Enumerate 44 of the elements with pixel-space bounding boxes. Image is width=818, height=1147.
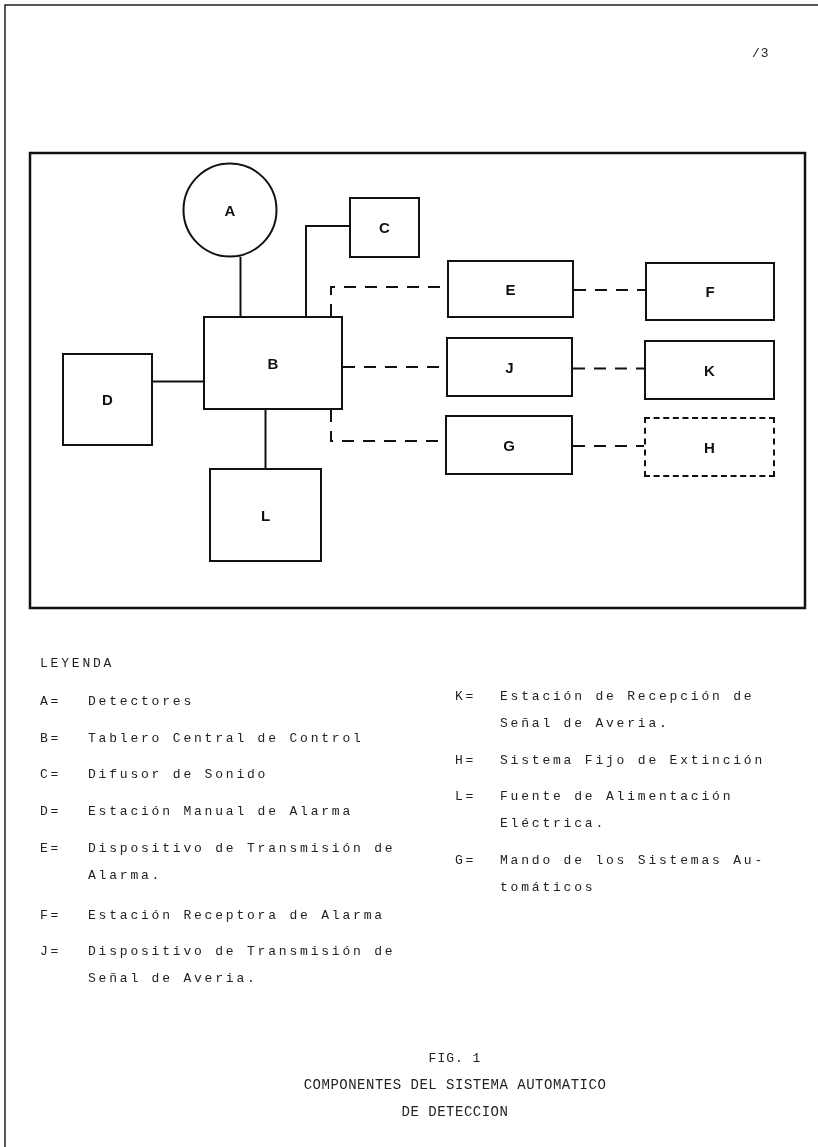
component-box: K	[644, 340, 775, 400]
component-box: L	[209, 468, 322, 562]
component-box: G	[445, 415, 573, 475]
component-box: C	[349, 197, 420, 258]
component-box: J	[446, 337, 573, 397]
component-box: B	[203, 316, 343, 410]
page-number: /3	[752, 45, 771, 63]
legend-key: A=	[40, 688, 84, 715]
legend-text: Dispositivo de Transmisión de Señal de Averia.	[88, 943, 397, 988]
connector-line	[305, 225, 350, 317]
legend-text: Sistema Fijo de Extinción	[500, 752, 767, 770]
legend-text: Mando de los Sistemas Au- tomáticos	[500, 852, 767, 897]
legend-key: D=	[40, 798, 84, 825]
legend-key: F=	[40, 902, 84, 929]
legend-text: Detectores	[88, 693, 195, 711]
legend-key: H=	[455, 747, 499, 774]
figure-number: FIG. 1	[427, 1050, 483, 1068]
legend-key: C=	[40, 761, 84, 788]
component-circle: A	[182, 162, 278, 258]
dashed-connector	[572, 367, 645, 370]
legend-heading: LEYENDA	[40, 655, 116, 673]
legend-key: G=	[455, 847, 499, 874]
dashed-connector	[573, 289, 646, 291]
legend-text: Dispositivo de Transmisión de Alarma.	[88, 840, 397, 885]
component-box: F	[645, 262, 775, 321]
dashed-connector	[572, 445, 645, 447]
legend-key: E=	[40, 835, 84, 862]
connector-line	[239, 255, 242, 317]
legend-key: L=	[455, 783, 499, 810]
legend-key: J=	[40, 938, 84, 965]
legend-text: Tablero Central de Control	[88, 730, 365, 748]
legend-key: B=	[40, 725, 84, 752]
component-box: H	[644, 417, 775, 477]
legend-text: Estación Receptora de Alarma	[88, 907, 386, 925]
legend-text: Fuente de Alimentación Eléctrica.	[500, 788, 735, 833]
legend-text: Estación de Recepción de Señal de Averia.	[500, 688, 756, 733]
legend-text: Difusor de Sonido	[88, 766, 270, 784]
figure-caption: COMPONENTES DEL SISTEMA AUTOMATICO DE DETECCION	[302, 1076, 608, 1122]
component-box: E	[447, 260, 574, 318]
connector-line	[152, 380, 204, 383]
component-box: D	[62, 353, 153, 446]
legend-key: K=	[455, 683, 499, 710]
connector-line	[264, 409, 267, 469]
legend-text: Estación Manual de Alarma	[88, 803, 355, 821]
